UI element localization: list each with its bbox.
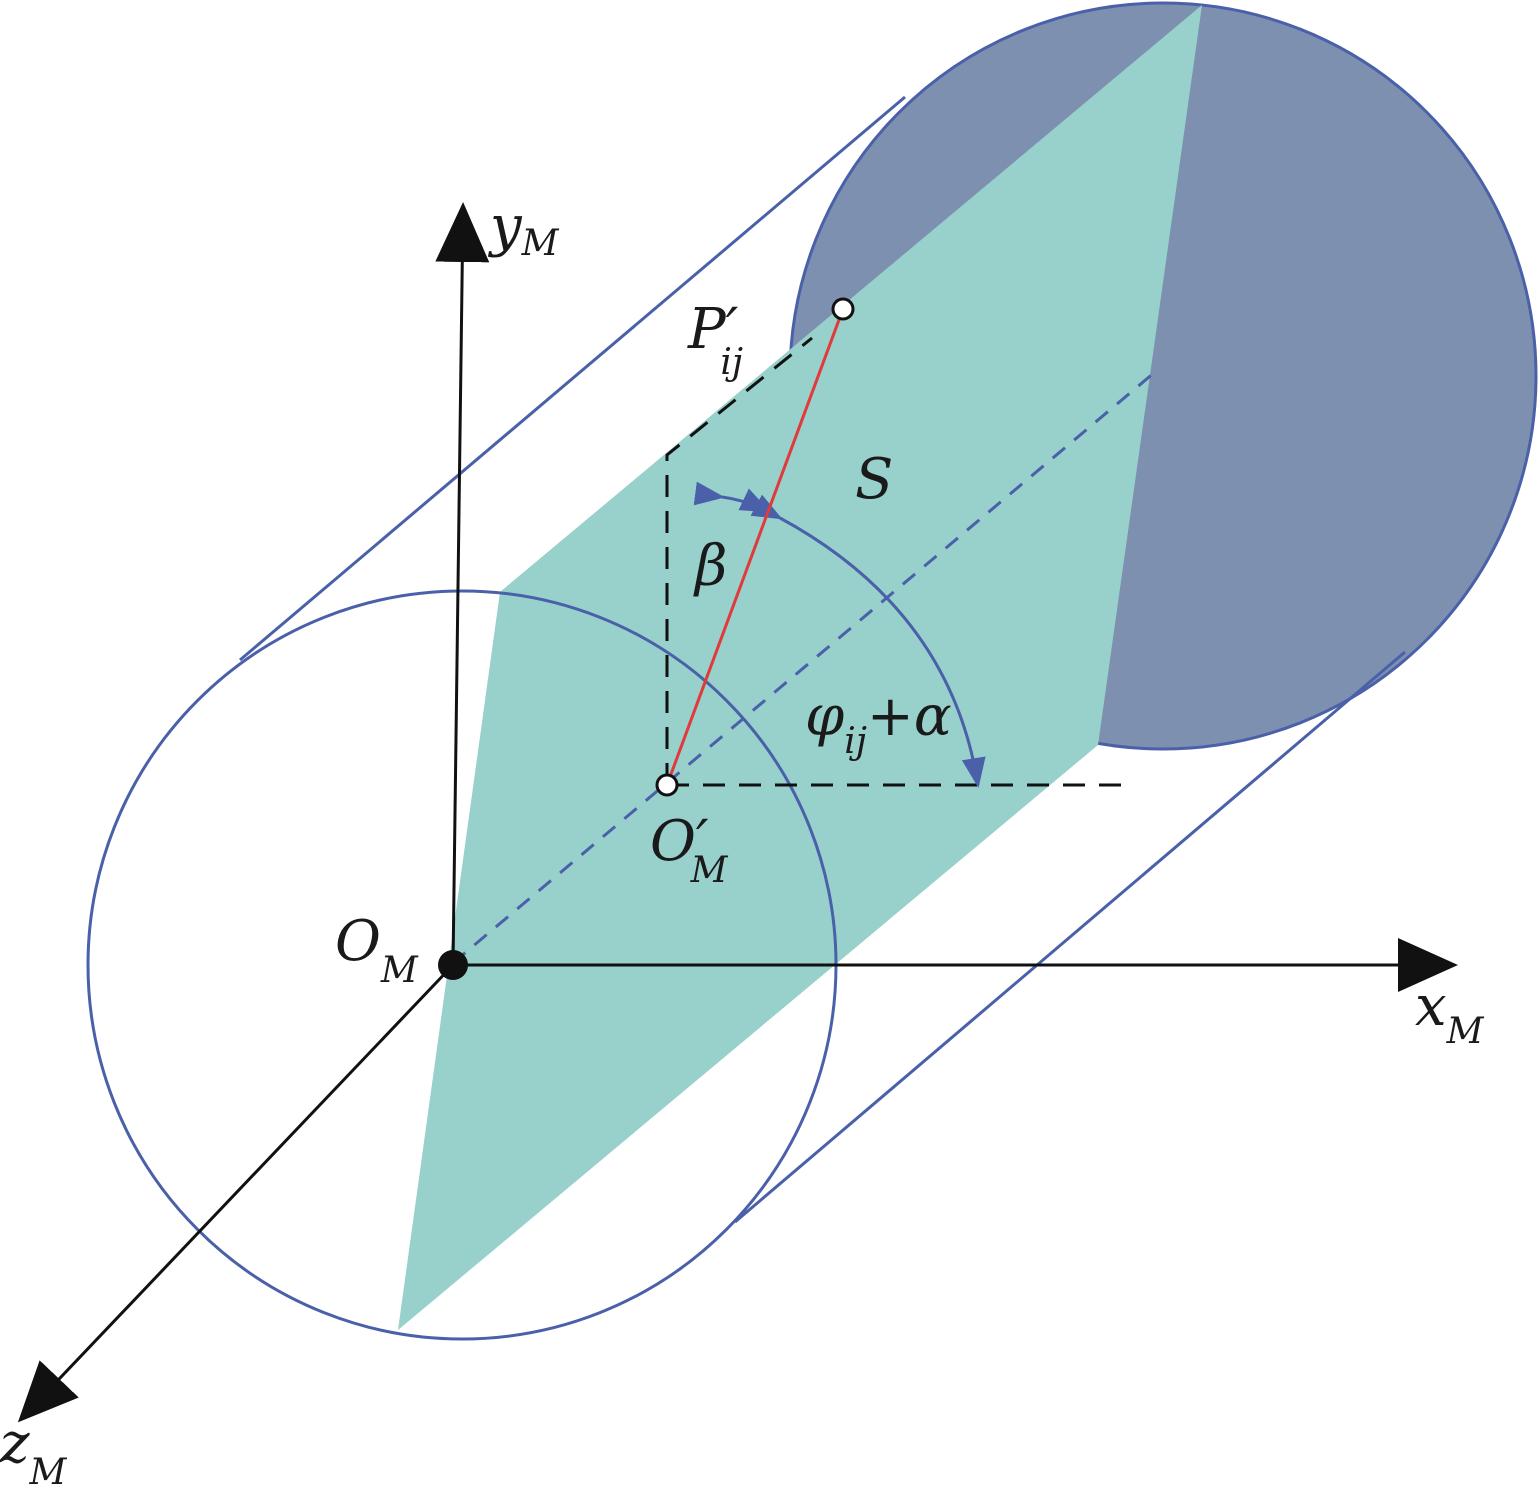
x-axis-label: xM — [1415, 974, 1485, 1052]
origin-point — [438, 950, 468, 980]
p-prime-label: P′ij — [687, 297, 743, 383]
z-axis — [17, 963, 455, 1423]
o-prime-label: O′M — [650, 809, 729, 891]
phi-alpha-label: φij+α — [805, 684, 952, 762]
cylinder-top-edge — [239, 95, 906, 662]
cylinder-bottom-edge — [734, 650, 1406, 1224]
dashed-vertical-guide — [665, 336, 813, 785]
y-axis — [435, 202, 490, 966]
y-axis-label: yM — [487, 194, 560, 264]
origin-label: OM — [335, 909, 419, 991]
p-prime-point — [831, 297, 855, 321]
phi-alpha-arc — [750, 494, 986, 788]
beta-label: β — [693, 534, 727, 599]
z-axis-label: zM — [0, 1411, 68, 1493]
o-prime-point — [655, 773, 679, 797]
segment-o-prime-to-p — [665, 308, 845, 786]
plane-s-label: S — [855, 447, 893, 512]
